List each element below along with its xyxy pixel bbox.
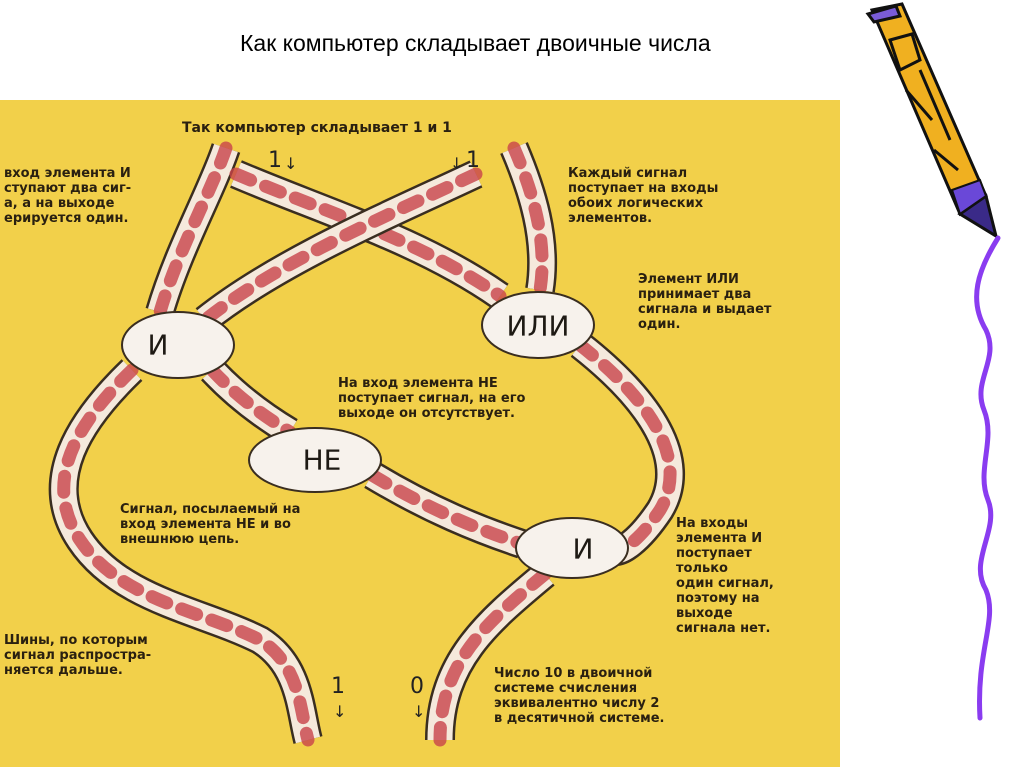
node-not <box>248 427 382 493</box>
note-signal-sent: Сигнал, посылаемый на вход элемента НЕ и… <box>120 502 301 547</box>
note-or-element: Элемент ИЛИ принимает два сигнала и выда… <box>638 272 772 332</box>
arrow-down-icon: ↓ <box>284 154 298 173</box>
bus-or-down-signal <box>573 338 677 558</box>
bus-and-left-down-signal <box>57 363 315 747</box>
signal-in-right: 1 <box>466 148 480 173</box>
arrow-down-icon: ↓ <box>450 154 464 173</box>
note-each-signal: Каждый сигнал поступает на входы обоих л… <box>568 166 719 226</box>
note-number-10: Число 10 в двоичной системе счисления эк… <box>494 666 665 726</box>
note-and-input: вход элемента И ступают два сиг- а, а на… <box>4 166 132 226</box>
signal-in-left: 1 <box>268 148 282 173</box>
bus-right-in-signal <box>507 141 549 297</box>
bus-lines <box>48 141 685 747</box>
node-or <box>481 291 595 359</box>
bus-cross-b-signal <box>198 167 483 327</box>
logic-diagram: И ИЛИ НЕ И 1 ↓ ↓ 1 1 ↓ 0 ↓ Так компьютер… <box>0 100 840 767</box>
arrow-down-icon: ↓ <box>412 702 426 721</box>
diagram-canvas <box>0 100 840 767</box>
bus-not-to-and-signal <box>365 468 529 551</box>
logic-nodes <box>121 291 629 579</box>
node-not-label: НЕ <box>302 443 342 477</box>
pencil-decoration <box>865 2 1001 721</box>
note-not-input: На вход элемента НЕ поступает сигнал, на… <box>338 376 526 421</box>
signal-out-right: 0 <box>410 674 424 699</box>
note-buses: Шины, по которым сигнал распростра- няет… <box>4 633 152 678</box>
bus-and-bottom-down-signal <box>433 567 552 747</box>
node-and-top-label: И <box>147 328 169 362</box>
node-and-bottom <box>515 517 629 579</box>
signal-out-left: 1 <box>331 674 345 699</box>
diagram-heading: Так компьютер складывает 1 и 1 <box>182 120 452 136</box>
decorative-wavy-line <box>974 235 1001 721</box>
slide-title: Как компьютер складывает двоичные числа <box>240 30 711 56</box>
note-and-inputs-one: На входы элемента И поступает только оди… <box>676 516 774 636</box>
arrow-down-icon: ↓ <box>333 702 347 721</box>
node-or-label: ИЛИ <box>506 309 570 343</box>
node-and-bottom-label: И <box>572 532 594 566</box>
bus-left-in-signal <box>153 141 233 319</box>
bus-and-to-not-signal <box>205 363 297 439</box>
pencil-icon <box>865 2 999 240</box>
node-and-top <box>121 311 235 379</box>
